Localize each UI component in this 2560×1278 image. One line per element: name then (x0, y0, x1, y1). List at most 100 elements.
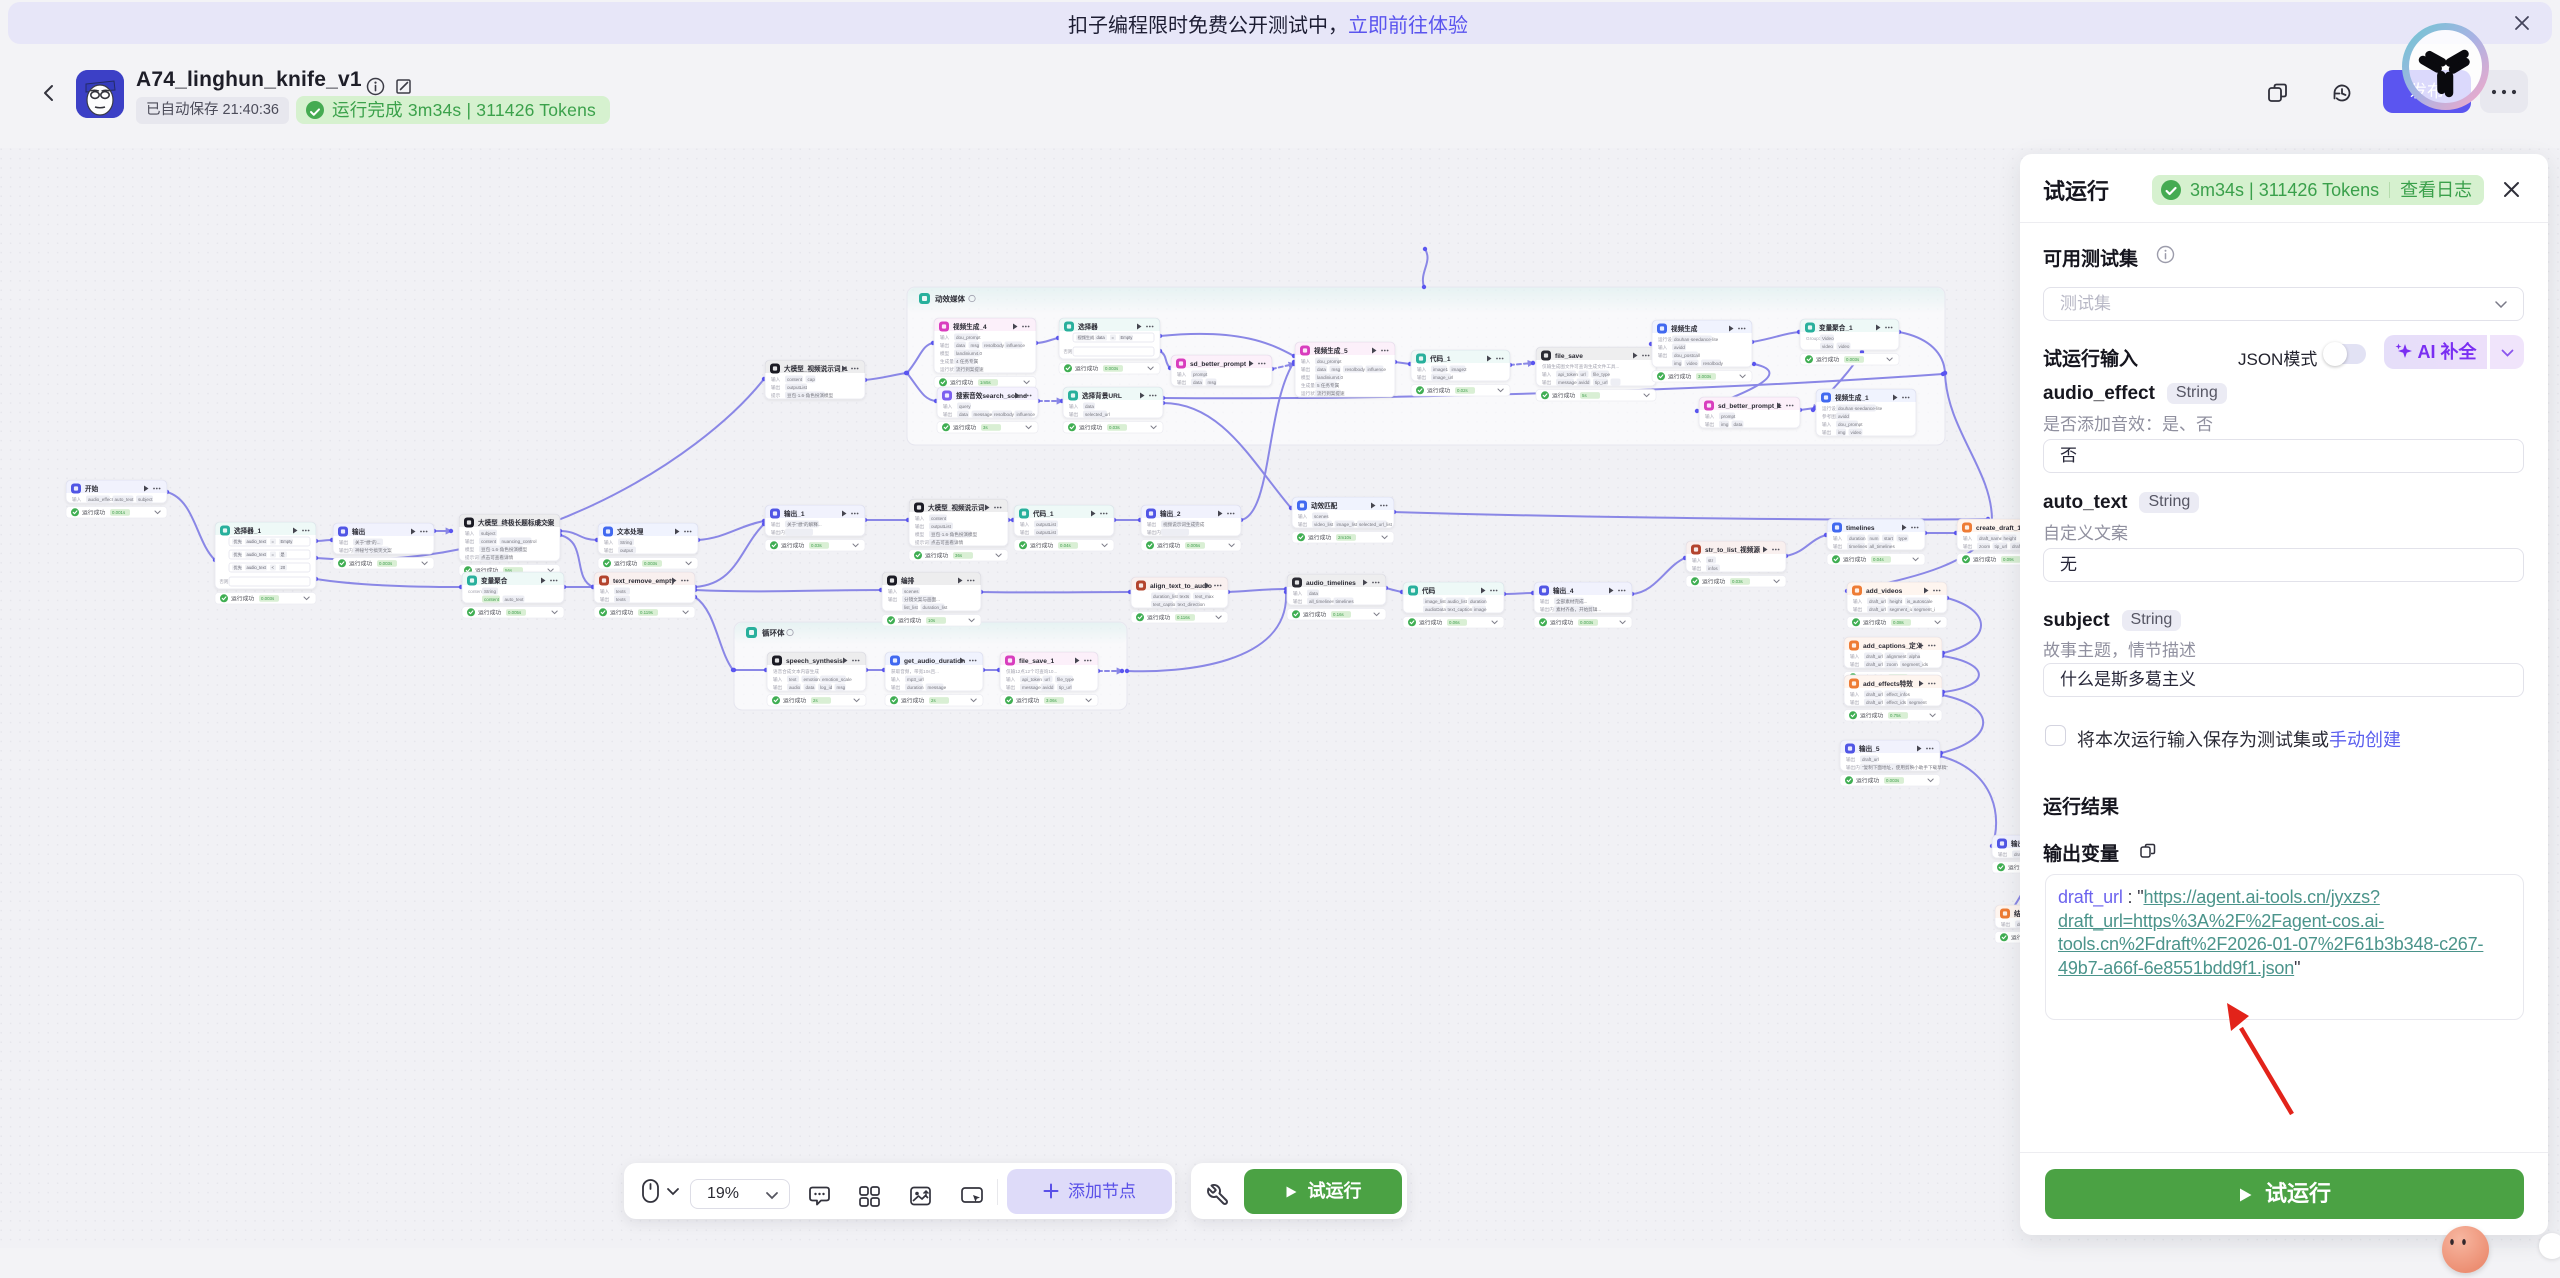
svg-text:msg: msg (1332, 367, 1341, 372)
svg-text:选择背景URL: 选择背景URL (1082, 391, 1122, 400)
svg-text:分镜文案与画面...: 分镜文案与画面... (904, 596, 940, 603)
svg-text:输入: 输入 (1658, 344, 1668, 351)
svg-text:输出: 输出 (1540, 598, 1550, 605)
svg-text:effect_ids: effect_ids (1887, 700, 1907, 705)
svg-text:data: data (1085, 404, 1094, 409)
svg-text:video: video (1822, 344, 1833, 349)
svg-text:输出_5: 输出_5 (1859, 744, 1880, 753)
svg-text:auto_text: auto_text (505, 597, 525, 602)
svg-text:输出: 输出 (891, 684, 901, 691)
svg-text:Empty: Empty (281, 539, 294, 544)
svg-text:模型: 模型 (915, 531, 925, 538)
svg-text:0.06s: 0.06s (1449, 620, 1461, 625)
svg-text:audio_text: audio_text (247, 552, 267, 557)
svg-text:输入: 输入 (604, 539, 614, 546)
svg-text:输入: 输入 (1020, 521, 1030, 528)
svg-text:douhan·seedance·lite: douhan·seedance·lite (1838, 406, 1883, 411)
svg-text:提示: 提示 (771, 392, 781, 399)
svg-text:segment: segment (1909, 700, 1927, 705)
svg-text:输入: 输入 (1293, 590, 1303, 597)
svg-text:msg: msg (1208, 380, 1217, 385)
svg-text:audio_text: audio_text (247, 539, 267, 544)
svg-text:scenes: scenes (904, 589, 919, 594)
svg-text:url: url (1045, 677, 1050, 682)
svg-text:输入: 输入 (1006, 676, 1016, 683)
svg-text:运行成功: 运行成功 (898, 616, 921, 624)
svg-text:str_to_list_视频源: str_to_list_视频源 (1705, 545, 1760, 554)
svg-text:输出: 输出 (771, 521, 781, 528)
svg-text:file_type: file_type (1593, 372, 1611, 377)
svg-text:type: type (1899, 536, 1908, 541)
svg-text:0.003s: 0.003s (261, 596, 275, 601)
svg-text:仅输12点12个可查询10...: 仅输12点12个可查询10... (1006, 668, 1057, 675)
svg-text:输入: 输入 (465, 530, 475, 537)
svg-text:outputList: outputList (787, 385, 808, 390)
svg-text:timelines: timelines (1849, 544, 1868, 549)
svg-text:speech_synthesis: speech_synthesis (786, 658, 843, 665)
svg-text:selected_url_list: selected_url_list (1359, 522, 1393, 527)
svg-text:代码_1: 代码_1 (1032, 509, 1054, 518)
svg-text:height: height (1890, 599, 1903, 604)
svg-text:运行成功: 运行成功 (610, 608, 633, 616)
svg-text:nuancing_control: nuancing_control (502, 539, 537, 544)
svg-text:运行成功: 运行成功 (1157, 541, 1180, 549)
svg-text:infos: infos (1708, 566, 1718, 571)
svg-text:语音合成文本内容生成: 语音合成文本内容生成 (773, 668, 819, 675)
svg-text:仅输生成图文件可查询生成文件工具...: 仅输生成图文件可查询生成文件工具... (1542, 363, 1619, 370)
svg-text:输入: 输入 (1177, 371, 1187, 378)
svg-text:Empty: Empty (1121, 335, 1134, 340)
svg-text:draft_url: draft_url (1869, 599, 1886, 604)
svg-text:dou_prompt: dou_prompt (1838, 422, 1863, 427)
svg-text:代码_1: 代码_1 (1429, 354, 1451, 363)
svg-text:运行成功: 运行成功 (475, 566, 498, 574)
svg-text:输入: 输入 (1301, 358, 1311, 365)
svg-text:运行成功: 运行成功 (953, 423, 976, 431)
svg-text:content: content (787, 377, 803, 382)
svg-text:模型: 模型 (465, 546, 475, 553)
svg-text:运行成功: 运行成功 (925, 551, 948, 559)
svg-text:输出: 输出 (465, 538, 475, 545)
svg-text:输入: 输入 (1850, 653, 1860, 660)
svg-text:subject: subject (481, 531, 496, 536)
svg-text:timelines: timelines (1336, 599, 1355, 604)
svg-text:0.116s: 0.116s (1177, 615, 1191, 620)
svg-text:输出: 输出 (600, 596, 610, 603)
svg-text:influence: influence (1007, 343, 1026, 348)
svg-text:输入: 输入 (891, 676, 901, 683)
svg-text:运行成功: 运行成功 (1860, 711, 1883, 719)
svg-text:运行成功: 运行成功 (901, 696, 924, 704)
svg-text:draft_url: draft_url (1862, 757, 1879, 762)
svg-text:运行成功: 运行成功 (614, 559, 637, 567)
svg-text:运行成功: 运行成功 (231, 594, 254, 602)
svg-text:outputList: outputList (931, 524, 952, 529)
svg-text:输出内容: 输出内容 (1540, 606, 1559, 613)
svg-text:输入: 输入 (1298, 513, 1308, 520)
svg-text:num: num (1870, 536, 1879, 541)
svg-text:scenes: scenes (1314, 514, 1329, 519)
svg-text:输出内容: 输出内容 (1147, 529, 1166, 536)
svg-text:编排: 编排 (901, 576, 915, 585)
svg-text:变量聚合: 变量聚合 (481, 576, 508, 585)
svg-text:10s: 10s (928, 618, 936, 623)
svg-text:audioData: audioData (1425, 607, 1446, 612)
svg-text:输出内容: 输出内容 (339, 547, 358, 554)
svg-text:生成量: 生成量 (940, 358, 954, 365)
svg-text:draft: draft (2012, 544, 2022, 549)
svg-text:resolbody: resolbody (994, 412, 1015, 417)
svg-text:提示词: 提示词 (915, 539, 929, 546)
svg-text:segment_ids: segment_ids (1890, 607, 1917, 612)
svg-text:点击可查看详情: 点击可查看详情 (931, 539, 964, 546)
svg-text:模型: 模型 (1301, 374, 1311, 381)
svg-text:视频生成_4: 视频生成_4 (953, 322, 987, 331)
svg-text:Video: Video (1822, 336, 1834, 341)
svg-text:动效媒体: 动效媒体 (935, 294, 965, 304)
svg-text:subject: subject (138, 497, 153, 502)
svg-text:zoom: zoom (1979, 544, 1990, 549)
svg-text:运行成功: 运行成功 (1079, 423, 1102, 431)
svg-text:输入: 输入 (72, 496, 82, 503)
svg-text:运行成功: 运行成功 (2008, 863, 2031, 871)
svg-text:data: data (1734, 422, 1743, 427)
svg-text:输入: 输入 (771, 376, 781, 383)
svg-text:运行成功: 运行成功 (1856, 776, 1879, 784)
svg-text:变量聚合_1: 变量聚合_1 (1819, 323, 1853, 332)
